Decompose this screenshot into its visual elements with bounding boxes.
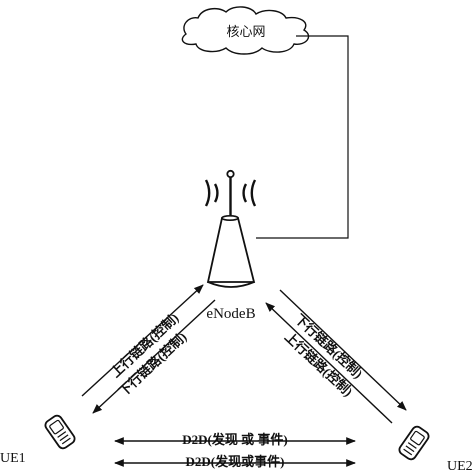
ue2-phone-icon	[398, 425, 430, 461]
ue1-label: UE1	[0, 451, 26, 466]
ue1-phone-icon	[44, 414, 76, 450]
backhaul-line	[256, 35, 349, 239]
enodeb-tower-icon	[204, 169, 257, 288]
left-uplink-arrow	[81, 284, 204, 397]
core-network-cloud: 核心网	[181, 6, 310, 55]
d2d-upper-label: D2D(发现 或 事件)	[182, 432, 287, 447]
ue2-label: UE2	[447, 459, 473, 471]
d2d-lower-label: D2D(发现或事件)	[186, 454, 285, 469]
left-downlink-arrow	[92, 299, 216, 414]
core-network-label: 核心网	[226, 24, 265, 39]
enodeb-label: eNodeB	[206, 306, 255, 322]
right-downlink-arrow	[279, 289, 407, 411]
right-uplink-arrow	[265, 302, 393, 424]
